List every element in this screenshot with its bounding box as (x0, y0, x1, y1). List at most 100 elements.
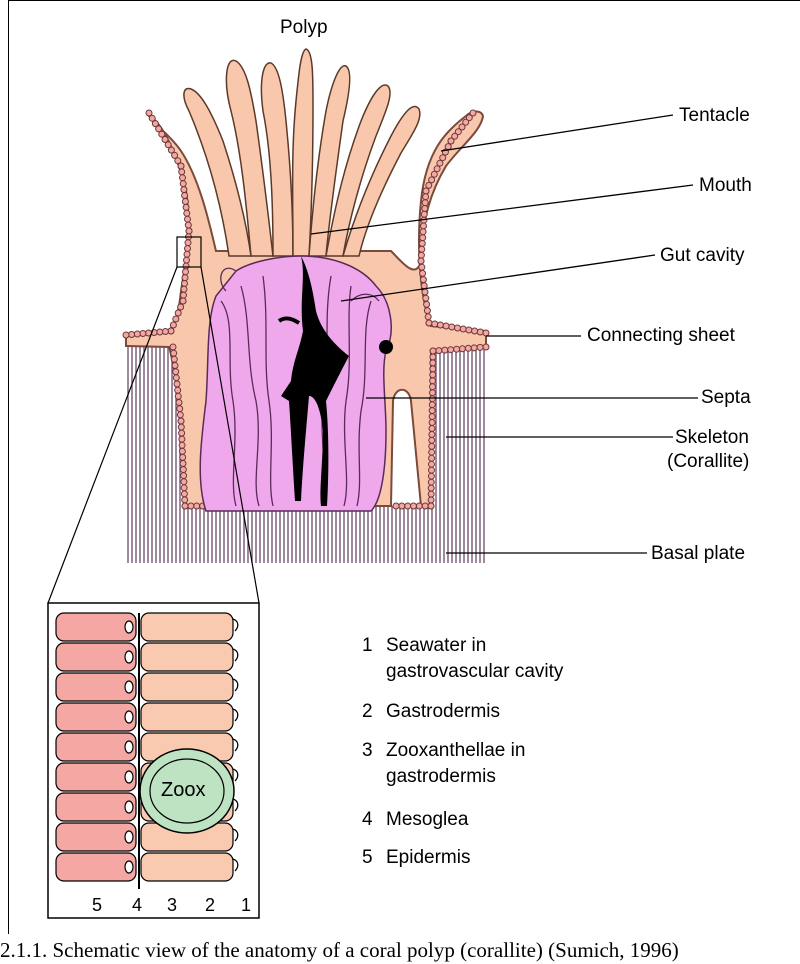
epidermis-bead (424, 313, 432, 321)
epidermis-bead (422, 193, 430, 201)
epidermis-bead (454, 128, 462, 136)
epidermis-bead (167, 327, 175, 335)
epidermis-bead (436, 159, 444, 167)
gastrodermis-cell (140, 852, 234, 882)
layer-number-5: 5 (92, 895, 103, 915)
epidermis-bead (458, 123, 466, 131)
cilium (232, 618, 239, 632)
epidermis-bead (161, 136, 169, 143)
epidermis-bead (428, 466, 435, 474)
epidermis-bead (179, 453, 187, 461)
epidermis-bead (177, 303, 185, 311)
epidermis-bead (193, 502, 201, 510)
epidermis-bead (439, 154, 447, 162)
cilium (232, 828, 239, 842)
figure-frame: Polyp Tentacle Mouth Gut cavity Connecti… (8, 0, 800, 934)
label-corallite: (Corallite) (667, 451, 750, 472)
epidermis-bead (429, 389, 436, 397)
epidermis-bead (180, 186, 188, 194)
epidermis-cell (55, 822, 137, 852)
epidermis-bead (155, 125, 163, 133)
epidermis-bead (454, 324, 461, 332)
epidermis-bead (171, 362, 179, 369)
epidermis-bead (180, 490, 188, 498)
epidermis-bead (428, 401, 436, 409)
nematocyst (124, 860, 134, 874)
epidermis-cell (55, 762, 137, 792)
epidermis-bead (418, 263, 426, 271)
epidermis-bead (415, 502, 423, 510)
epidermis-bead (429, 359, 437, 367)
epidermis-bead (151, 120, 159, 128)
epidermis-bead (447, 137, 455, 145)
layer-number-4: 4 (132, 895, 143, 915)
epidermis-bead (428, 407, 436, 415)
epidermis-bead (185, 227, 193, 235)
epidermis-bead (184, 221, 192, 229)
epidermis-bead (176, 411, 184, 419)
epidermis-bead (169, 343, 177, 351)
epidermis-bead (427, 484, 435, 492)
epidermis-bead (177, 162, 185, 170)
label-skeleton: Skeleton (675, 427, 749, 448)
zoom-box (176, 236, 202, 268)
epidermis-bead (410, 502, 417, 510)
epidermis-bead (178, 447, 186, 455)
epidermis-bead (422, 187, 430, 195)
epidermis-bead (421, 199, 429, 207)
epidermis-bead (158, 130, 166, 138)
epidermis-bead (404, 502, 412, 510)
epidermis-bead (180, 478, 188, 486)
epidermis-bead (176, 405, 184, 413)
coral-polyp-diagram (47, 48, 698, 919)
epidermis-bead (427, 472, 435, 480)
nematocyst (124, 770, 134, 784)
epidermis-cell (55, 612, 137, 642)
epidermis-bead (174, 386, 182, 394)
label-gut-cavity: Gut cavity (660, 245, 745, 266)
epidermis-bead (476, 343, 484, 351)
epidermis-bead (428, 448, 436, 456)
epidermis-bead (183, 256, 190, 264)
epidermis-bead (427, 502, 435, 510)
cilium (232, 708, 239, 722)
inset-cell-layers (55, 612, 239, 882)
epidermis-bead (423, 300, 431, 308)
epidermis-bead (181, 280, 188, 287)
epidermis-bead (429, 365, 437, 373)
epidermis-bead (417, 251, 425, 259)
epidermis-bead (179, 180, 187, 188)
epidermis-bead (428, 460, 435, 468)
label-connecting-sheet: Connecting sheet (587, 325, 735, 346)
epidermis-bead (167, 146, 175, 154)
epidermis-bead (398, 502, 406, 510)
epidermis-bead (178, 435, 186, 443)
epidermis-bead (422, 294, 430, 302)
layer-number-1: 1 (241, 895, 252, 915)
zoox-label: Zoox (161, 779, 206, 801)
epidermis-bead (128, 331, 136, 338)
epidermis-bead (453, 345, 461, 353)
label-tentacle: Tentacle (679, 105, 750, 126)
epidermis-bead (476, 328, 484, 336)
epidermis-bead (174, 309, 182, 317)
epidermis-bead (425, 181, 433, 189)
epidermis-bead (420, 222, 427, 230)
epidermis-bead (427, 478, 435, 486)
epidermis-bead (392, 502, 400, 510)
epidermis-bead (418, 245, 426, 253)
gut-cavity (281, 256, 349, 506)
epidermis-bead (184, 215, 191, 223)
gastrodermis-cell (140, 612, 234, 642)
epidermis-bead (145, 109, 153, 117)
epidermis-bead (429, 353, 437, 361)
nematocyst (124, 740, 134, 754)
epidermis-cell (55, 792, 137, 822)
epidermis-bead (433, 165, 441, 173)
epidermis-bead (428, 413, 436, 421)
epidermis-bead (459, 325, 467, 333)
epidermis-bead (428, 176, 436, 184)
epidermis-bead (425, 319, 433, 327)
epidermis-bead (180, 472, 188, 480)
epidermis-cell (55, 702, 137, 732)
